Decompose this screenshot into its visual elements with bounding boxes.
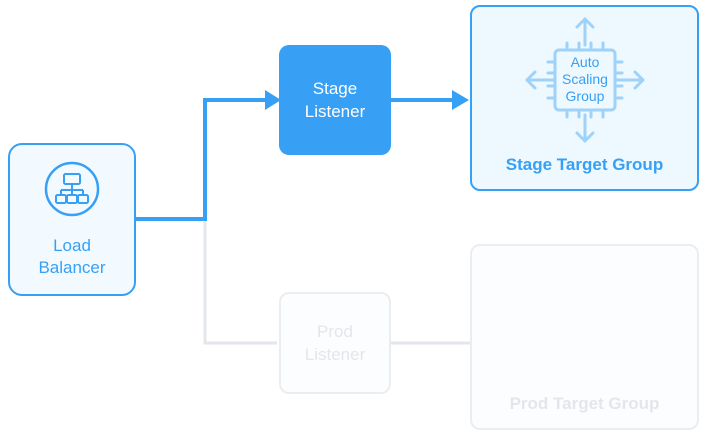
stage-listener-label-line2: Listener bbox=[304, 102, 366, 121]
asg-label-line2: Scaling bbox=[562, 71, 608, 87]
connector-load-balancer-to-prod-listener bbox=[136, 217, 277, 345]
asg-label-line3: Group bbox=[565, 88, 604, 104]
auto-scaling-group-icon: Auto Scaling Group bbox=[515, 15, 655, 145]
asg-label-line1: Auto bbox=[570, 54, 599, 70]
prod-listener-label-line1: Prod bbox=[317, 322, 353, 341]
node-prod-target-group[interactable]: Prod Target Group bbox=[470, 244, 699, 430]
node-stage-target-group[interactable]: Auto Scaling Group Stage Target Group bbox=[470, 5, 699, 191]
prod-listener-label-line2: Listener bbox=[304, 345, 366, 364]
node-stage-listener[interactable]: Stage Listener bbox=[279, 45, 391, 155]
load-balancer-icon bbox=[44, 161, 100, 223]
prod-target-group-label: Prod Target Group bbox=[509, 394, 660, 413]
load-balancer-label-line2: Balancer bbox=[38, 257, 106, 277]
stage-target-group-label: Stage Target Group bbox=[505, 155, 664, 174]
node-load-balancer[interactable]: Load Balancer bbox=[8, 143, 136, 296]
connector-load-balancer-to-stage-listener bbox=[136, 90, 281, 221]
node-prod-listener[interactable]: Prod Listener bbox=[279, 292, 391, 394]
connector-stage-listener-to-stage-target-group bbox=[391, 90, 469, 110]
stage-listener-label-line1: Stage bbox=[312, 79, 358, 98]
load-balancer-label-line1: Load bbox=[53, 235, 91, 255]
